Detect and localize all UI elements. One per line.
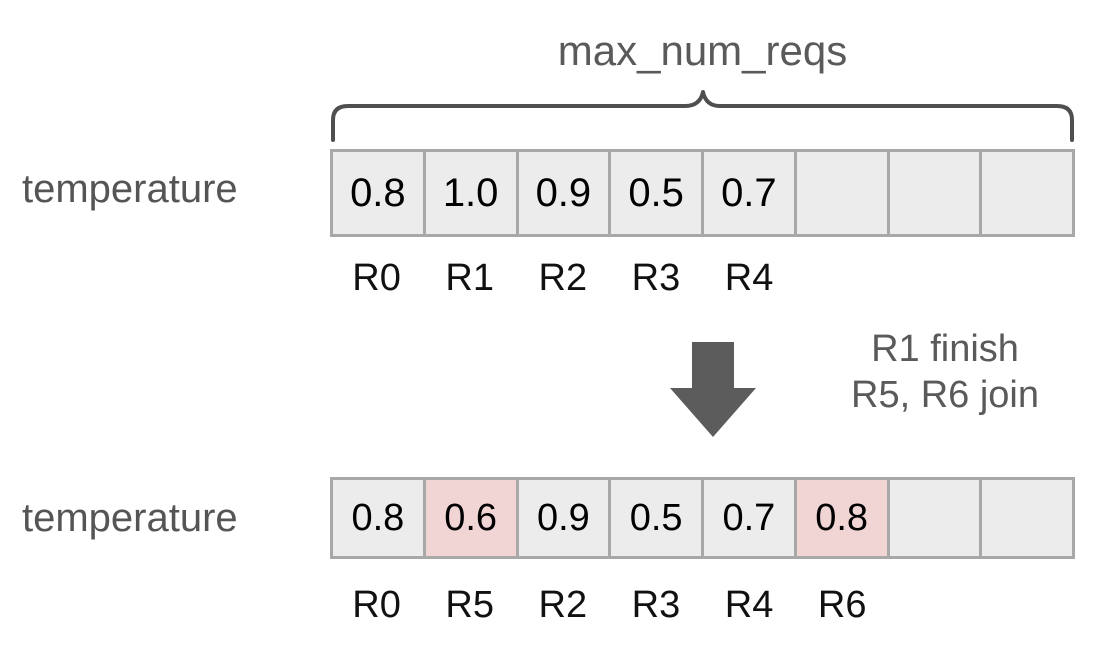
- transition-note-line-2: R5, R6 join: [851, 374, 1039, 416]
- tensor-cell: 0.5: [611, 152, 704, 234]
- request-id-label: R5: [445, 584, 494, 626]
- tensor-cell-empty: [889, 152, 983, 234]
- transition-note: R1 finish R5, R6 join: [790, 326, 1100, 418]
- tensor-cell: 0.9: [518, 480, 612, 556]
- request-id-label-empty: [889, 583, 982, 627]
- tensor-cell: 0.8: [333, 480, 426, 556]
- tensor-cell-highlighted: 0.8: [796, 480, 890, 556]
- request-id-label-empty: [982, 583, 1075, 627]
- request-id-label: R4: [724, 584, 774, 626]
- tensor-cell-empty: [796, 152, 890, 234]
- request-id-label: R4: [724, 257, 774, 299]
- tensor-row-after: 0.8 0.6 0.9 0.5 0.7 0.8: [330, 477, 1075, 559]
- brace-label-max-num-reqs: max_num_reqs: [557, 27, 848, 74]
- request-id-label-empty: [982, 256, 1075, 300]
- request-id-row-before: R0 R1 R2 R3 R4: [330, 256, 1075, 300]
- tensor-cell: 0.5: [611, 480, 704, 556]
- tensor-row-before: 0.8 1.0 0.9 0.5 0.7: [330, 149, 1075, 237]
- request-id-label: R3: [631, 584, 681, 626]
- row-label-temperature-before: temperature: [22, 167, 238, 211]
- tensor-cell: 0.7: [704, 480, 797, 556]
- request-id-label-empty: [796, 256, 889, 300]
- tensor-cell-empty: [982, 152, 1072, 234]
- request-id-label: R2: [538, 584, 588, 626]
- request-id-label: R1: [445, 257, 494, 299]
- request-id-label: R0: [352, 257, 401, 299]
- arrow-down-icon: [668, 340, 758, 440]
- request-id-label-empty: [889, 256, 982, 300]
- request-id-label: R2: [538, 257, 588, 299]
- row-label-temperature-after: temperature: [22, 496, 238, 540]
- tensor-cell-empty: [889, 480, 983, 556]
- tensor-cell: 1.0: [425, 152, 519, 234]
- tensor-cell: 0.9: [518, 152, 612, 234]
- request-id-label: R3: [631, 257, 681, 299]
- tensor-cell-empty: [982, 480, 1072, 556]
- curly-brace-icon: [330, 84, 1075, 142]
- request-id-row-after: R0 R5 R2 R3 R4 R6: [330, 583, 1075, 627]
- tensor-cell-highlighted: 0.6: [425, 480, 519, 556]
- tensor-cell: 0.8: [333, 152, 426, 234]
- request-id-label: R0: [352, 584, 401, 626]
- transition-note-line-1: R1 finish: [871, 328, 1019, 370]
- tensor-cell: 0.7: [704, 152, 797, 234]
- request-id-label: R6: [817, 584, 867, 626]
